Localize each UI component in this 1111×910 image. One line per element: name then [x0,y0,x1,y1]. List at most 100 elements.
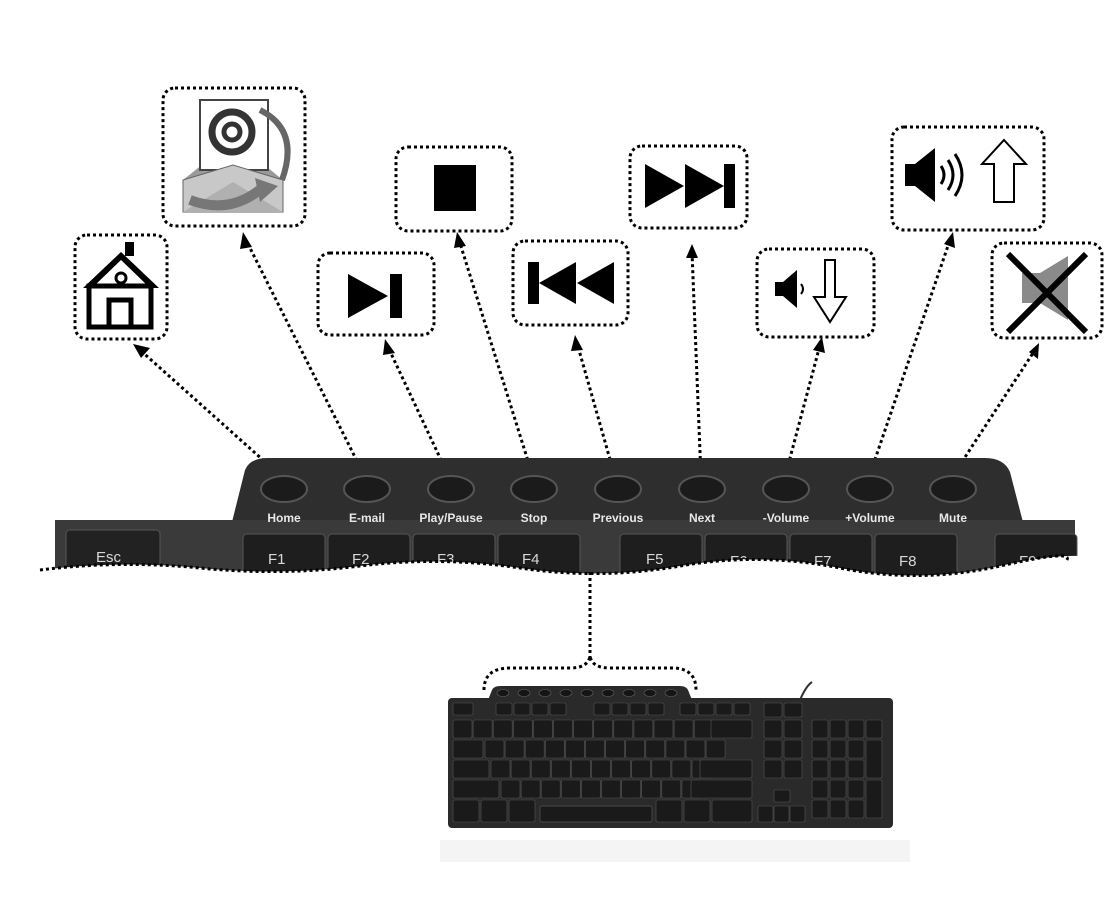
media-key-stop[interactable] [510,475,558,503]
mini-key[interactable] [573,719,593,739]
mini-key[interactable] [699,759,753,779]
mini-key[interactable] [512,719,533,739]
mini-key[interactable] [693,719,714,739]
mini-key[interactable] [763,702,783,718]
media-key-play-pause[interactable] [427,475,475,503]
mini-key[interactable] [508,799,536,823]
mini-key[interactable] [641,779,662,799]
mini-key[interactable] [773,805,790,823]
mini-key[interactable] [531,702,549,716]
mini-media-key[interactable] [517,689,531,697]
mini-key[interactable] [829,719,847,739]
mini-key[interactable] [710,719,753,739]
mini-key[interactable] [773,789,791,803]
mini-key[interactable] [585,739,605,759]
mini-key[interactable] [847,739,865,759]
mini-media-key[interactable] [538,689,552,697]
mini-media-key[interactable] [664,689,678,697]
mini-key[interactable] [520,779,541,799]
mini-key[interactable] [685,739,706,759]
mini-key[interactable] [629,702,647,716]
mini-key[interactable] [811,719,829,739]
mini-key[interactable] [865,779,883,819]
media-key-volume-up[interactable] [846,475,894,503]
mini-key[interactable] [490,759,511,779]
mini-key[interactable] [655,799,683,823]
mini-key[interactable] [593,719,614,739]
mini-key[interactable] [811,759,829,779]
mini-key[interactable] [452,779,500,799]
mini-key[interactable] [847,779,865,799]
mini-key[interactable] [601,779,621,799]
mini-key[interactable] [763,759,783,779]
mini-key[interactable] [653,719,674,739]
mini-key[interactable] [605,739,625,759]
mini-key[interactable] [783,719,803,739]
mini-key[interactable] [452,739,484,759]
mini-key[interactable] [865,719,883,739]
mini-media-key[interactable] [601,689,615,697]
mini-key[interactable] [550,759,571,779]
mini-key[interactable] [510,759,531,779]
mini-key[interactable] [829,739,847,759]
mini-media-key[interactable] [643,689,657,697]
mini-key[interactable] [472,719,493,739]
mini-key[interactable] [711,799,753,823]
mini-key[interactable] [715,702,733,716]
mini-key[interactable] [631,759,652,779]
mini-key[interactable] [647,702,665,716]
mini-key[interactable] [847,799,865,819]
media-key-previous[interactable] [594,475,642,503]
mini-key[interactable] [452,759,490,779]
mini-key[interactable] [621,779,641,799]
mini-key[interactable] [673,719,694,739]
mini-key[interactable] [530,759,551,779]
mini-key[interactable] [757,805,774,823]
mini-key[interactable] [500,779,521,799]
mini-key[interactable] [783,739,803,759]
mini-key[interactable] [783,759,803,779]
mini-key[interactable] [697,702,715,716]
mini-key[interactable] [591,759,611,779]
mini-key[interactable] [665,739,686,759]
mini-key[interactable] [865,739,883,779]
mini-key[interactable] [829,759,847,779]
media-key-next[interactable] [678,475,726,503]
mini-key[interactable] [705,739,726,759]
mini-key[interactable] [811,739,829,759]
mini-key[interactable] [733,702,751,716]
mini-key[interactable] [847,719,865,739]
mini-key[interactable] [679,702,697,716]
mini-media-key[interactable] [496,689,510,697]
mini-key[interactable] [611,702,629,716]
mini-key[interactable] [492,719,513,739]
mini-key[interactable] [581,779,601,799]
mini-key[interactable] [763,739,783,759]
mini-key[interactable] [661,779,682,799]
mini-key[interactable] [565,739,585,759]
mini-key[interactable] [560,779,581,799]
mini-key[interactable] [847,759,865,779]
mini-key[interactable] [513,702,531,716]
mini-key[interactable] [571,759,591,779]
mini-key[interactable] [495,702,513,716]
mini-key[interactable] [452,719,473,739]
mini-key[interactable] [611,759,631,779]
mini-key[interactable] [633,719,654,739]
mini-key[interactable] [593,702,611,716]
media-key-mute[interactable] [929,475,977,503]
mini-key[interactable] [484,739,505,759]
mini-key[interactable] [783,702,803,718]
mini-key[interactable] [645,739,666,759]
mini-key[interactable] [651,759,672,779]
media-key-email[interactable] [343,475,391,503]
mini-key[interactable] [811,779,829,799]
mini-key[interactable] [789,805,806,823]
mini-key[interactable] [829,799,847,819]
mini-key[interactable] [683,799,711,823]
mini-media-key[interactable] [559,689,573,697]
mini-key[interactable] [811,799,829,819]
mini-key[interactable] [613,719,634,739]
mini-key[interactable] [829,779,847,799]
mini-key[interactable] [504,739,525,759]
